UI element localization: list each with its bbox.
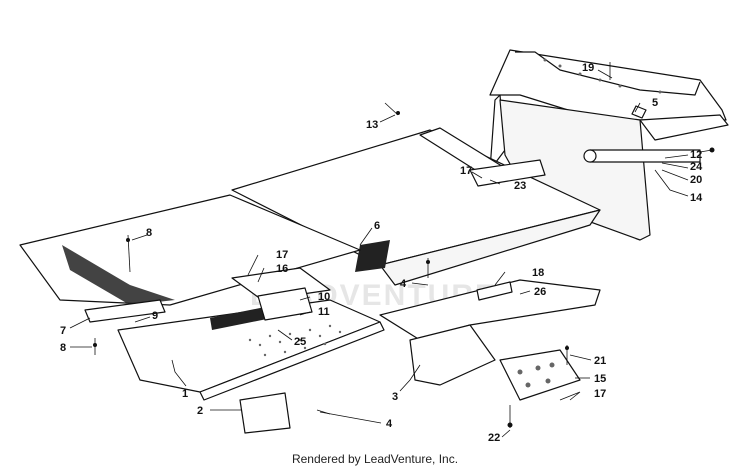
callout-6: 6	[374, 220, 380, 232]
bracket-part-7	[84, 299, 166, 323]
callout-17-top: 17	[460, 165, 472, 177]
callout-5: 5	[652, 97, 658, 109]
callout-20: 20	[690, 174, 702, 186]
running-board-traction-holes	[248, 324, 342, 357]
callout-17-right: 17	[594, 388, 606, 400]
tunnel-side	[379, 209, 601, 286]
callout-13: 13	[366, 119, 378, 131]
callout-17-left: 17	[276, 249, 288, 261]
bolt-14	[709, 147, 715, 153]
callout-labels: 1 2 3 4 4 5 6 7 8 8 9 10 11 12 13 14 15 …	[60, 62, 703, 444]
grab-bar-tube	[589, 149, 701, 163]
right-side-brackets	[379, 279, 601, 401]
box-part-10	[257, 287, 313, 321]
callout-23: 23	[514, 180, 526, 192]
rivet-row	[543, 58, 662, 94]
callout-8-bottom: 8	[60, 342, 66, 354]
callout-2: 2	[197, 405, 203, 417]
side-panel-shadow	[62, 245, 175, 305]
callout-15: 15	[594, 373, 606, 385]
mount-rail	[469, 159, 546, 187]
callout-11: 11	[318, 306, 330, 318]
reflector-part-2	[239, 392, 291, 434]
callout-10: 10	[318, 291, 330, 303]
callout-25: 25	[294, 336, 306, 348]
callout-9: 9	[152, 310, 158, 322]
tunnel-seam-shading	[355, 240, 390, 272]
callout-22: 22	[488, 432, 500, 444]
tunnel-panel	[231, 127, 601, 286]
callout-18: 18	[532, 267, 544, 279]
running-board-edge	[199, 321, 385, 401]
callout-24: 24	[690, 161, 703, 173]
callout-leaders	[69, 69, 689, 438]
footer-credit: Rendered by LeadVenture, Inc.	[291, 452, 459, 466]
callout-8-top: 8	[146, 227, 152, 239]
callout-19: 19	[582, 62, 594, 74]
footrest-part-15	[499, 349, 581, 401]
callout-26: 26	[534, 286, 546, 298]
callout-1: 1	[182, 388, 188, 400]
callout-4-bottom: 4	[386, 418, 393, 430]
reflector-part-18	[476, 281, 513, 301]
tube-end	[583, 149, 597, 163]
rear-bumper-assembly	[489, 49, 729, 241]
fasteners	[93, 102, 569, 428]
footrest-holes	[517, 362, 555, 388]
bumper-top-rail	[489, 49, 727, 121]
callout-14: 14	[690, 192, 703, 204]
callout-3: 3	[392, 391, 398, 403]
bracket-part-5	[631, 105, 647, 119]
callout-16: 16	[276, 263, 288, 275]
callout-4-middle: 4	[400, 278, 407, 290]
callout-21: 21	[594, 355, 606, 367]
left-running-board	[19, 194, 385, 434]
pad-part-25	[210, 306, 272, 330]
callout-12: 12	[690, 149, 702, 161]
callout-7: 7	[60, 325, 66, 337]
